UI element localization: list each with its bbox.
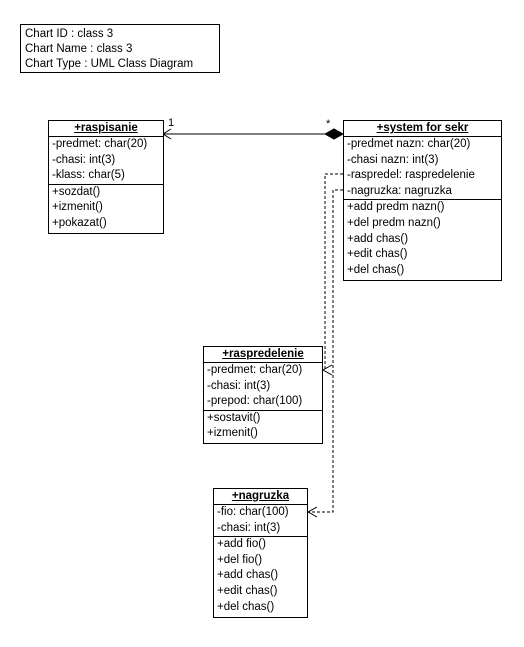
class-name: +system for sekr (344, 121, 501, 137)
attribute: -raspredel: raspredelenie (347, 169, 475, 182)
composition-diamond (323, 128, 345, 140)
methods-section: +add predm nazn() +del predm nazn() +add… (344, 200, 501, 278)
methods-section: +sozdat() +izmenit() +pokazat() (49, 185, 163, 232)
method: +sozdat() (52, 185, 101, 198)
method: +izmenit() (52, 201, 103, 214)
methods-section: +sostavit() +izmenit() (204, 411, 322, 442)
method: +add chas() (217, 569, 279, 582)
attribute: -nagruzka: nagruzka (347, 184, 452, 197)
method: +add predm nazn() (347, 201, 445, 214)
attribute: -chasi: int(3) (52, 153, 116, 166)
attribute: -predmet: char(20) (52, 138, 148, 150)
method: +del chas() (217, 600, 275, 613)
method: +add chas() (347, 232, 409, 245)
attribute: -chasi nazn: int(3) (347, 153, 439, 166)
chart-info-box: Chart ID : class 3 Chart Name : class 3 … (20, 24, 220, 73)
chart-name: Chart Name : class 3 (25, 43, 133, 55)
attribute: -chasi: int(3) (207, 379, 271, 392)
method: +edit chas() (217, 584, 278, 597)
attributes-section: -fio: char(100) -chasi: int(3) (214, 505, 307, 538)
attribute: -klass: char(5) (52, 169, 125, 182)
method: +sostavit() (207, 411, 261, 424)
chart-id: Chart ID : class 3 (25, 28, 114, 40)
chart-type: Chart Type : UML Class Diagram (25, 58, 194, 70)
class-name: +raspisanie (49, 121, 163, 137)
attribute: -chasi: int(3) (217, 521, 281, 534)
method: +izmenit() (207, 427, 258, 440)
class-raspredelenie[interactable]: +raspredelenie -predmet: char(20) -chasi… (203, 346, 323, 444)
attributes-section: -predmet: char(20) -chasi: int(3) -prepo… (204, 363, 322, 411)
attribute: -predmet: char(20) (207, 364, 303, 376)
attribute: -predmet nazn: char(20) (347, 138, 471, 150)
method: +add fio() (217, 538, 266, 551)
methods-section: +add fio() +del fio() +add chas() +edit … (214, 537, 307, 615)
multiplicity-raspisanie: 1 (168, 117, 175, 129)
method: +del predm nazn() (347, 216, 441, 229)
class-name: +nagruzka (214, 489, 307, 505)
class-raspisanie[interactable]: +raspisanie -predmet: char(20) -chasi: i… (48, 120, 164, 234)
dependency-arrowhead-raspredelenie (321, 364, 333, 376)
dependency-line-nagruzka (308, 189, 343, 513)
attribute: -prepod: char(100) (207, 395, 303, 408)
dependency-line-raspredelenie (324, 173, 343, 370)
attribute: -fio: char(100) (217, 506, 289, 518)
dependency-arrowhead-nagruzka (306, 506, 318, 518)
class-nagruzka[interactable]: +nagruzka -fio: char(100) -chasi: int(3)… (213, 488, 308, 618)
attributes-section: -predmet: char(20) -chasi: int(3) -klass… (49, 137, 163, 185)
class-system-for-sekr[interactable]: +system for sekr -predmet nazn: char(20)… (343, 120, 502, 281)
attributes-section: -predmet nazn: char(20) -chasi nazn: int… (344, 137, 501, 201)
method: +del fio() (217, 553, 263, 566)
class-name: +raspredelenie (204, 347, 322, 363)
method: +del chas() (347, 263, 405, 276)
method: +pokazat() (52, 216, 107, 229)
method: +edit chas() (347, 248, 408, 261)
multiplicity-system: * (326, 118, 331, 130)
